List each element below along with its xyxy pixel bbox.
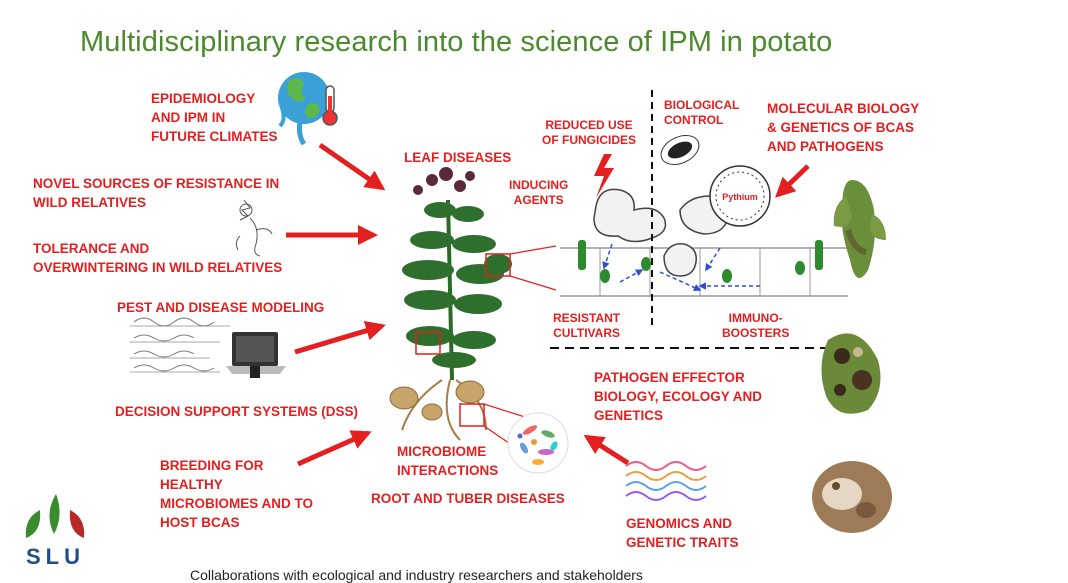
label-microbiome: MICROBIOME INTERACTIONS (397, 444, 499, 478)
label-epidemiology: EPIDEMIOLOGY AND IPM IN FUTURE CLIMATES (151, 91, 278, 144)
label-dss: DECISION SUPPORT SYSTEMS (DSS) (115, 404, 359, 419)
pythium-icon (709, 165, 771, 227)
pythium-label: Pythium (722, 192, 758, 202)
laptop-icon (226, 332, 286, 378)
equations-image (130, 317, 230, 373)
label-genomics: GENOMICS AND GENETIC TRAITS (626, 516, 739, 550)
footer-text: Collaborations with ecological and indus… (190, 567, 643, 583)
lightning-icon (594, 154, 614, 198)
label-pathogen-effector: PATHOGEN EFFECTOR BIOLOGY, ECOLOGY AND G… (594, 370, 763, 423)
bacillus-icon (660, 134, 700, 166)
slu-logo-icon (25, 494, 85, 538)
label-molecular: MOLECULAR BIOLOGY & GENETICS OF BCAS AND… (767, 101, 920, 154)
arrows-left (286, 142, 810, 467)
cell-diagram (560, 188, 848, 297)
page-title: Multidisciplinary research into the scie… (80, 26, 833, 58)
label-biological-control: BIOLOGICAL CONTROL (664, 98, 740, 127)
label-novel-sources: NOVEL SOURCES OF RESISTANCE IN WILD RELA… (33, 176, 280, 210)
tuber-disease-image (812, 461, 892, 533)
label-breeding: BREEDING FOR HEALTHY MICROBIOMES AND TO … (160, 458, 314, 530)
globe-icon (278, 72, 338, 146)
label-immuno-boosters: IMMUNO- BOOSTERS (722, 311, 790, 340)
late-blight-leaf-image (833, 180, 886, 278)
label-resistant-cultivars: RESISTANT CULTIVARS (553, 311, 621, 340)
slu-logo-text: SLU (26, 544, 85, 569)
guard-cells (578, 240, 823, 283)
wild-relative-flower-icon (235, 199, 273, 257)
label-root-tuber: ROOT AND TUBER DISEASES (371, 491, 565, 506)
diseased-leaf-image (821, 333, 881, 414)
label-inducing-agents: INDUCING AGENTS (509, 178, 569, 207)
label-reduced-fungicides: REDUCED USE OF FUNGICIDES (542, 118, 637, 147)
label-leaf-diseases: LEAF DISEASES (404, 150, 512, 165)
potato-plant-illustration (389, 167, 557, 453)
dna-genomics-icon (625, 461, 707, 501)
microbiome-circle (507, 412, 569, 474)
label-tolerance: TOLERANCE AND OVERWINTERING IN WILD RELA… (33, 241, 283, 275)
label-pest-modeling: PEST AND DISEASE MODELING (117, 300, 325, 315)
signal-arrows (602, 243, 760, 291)
